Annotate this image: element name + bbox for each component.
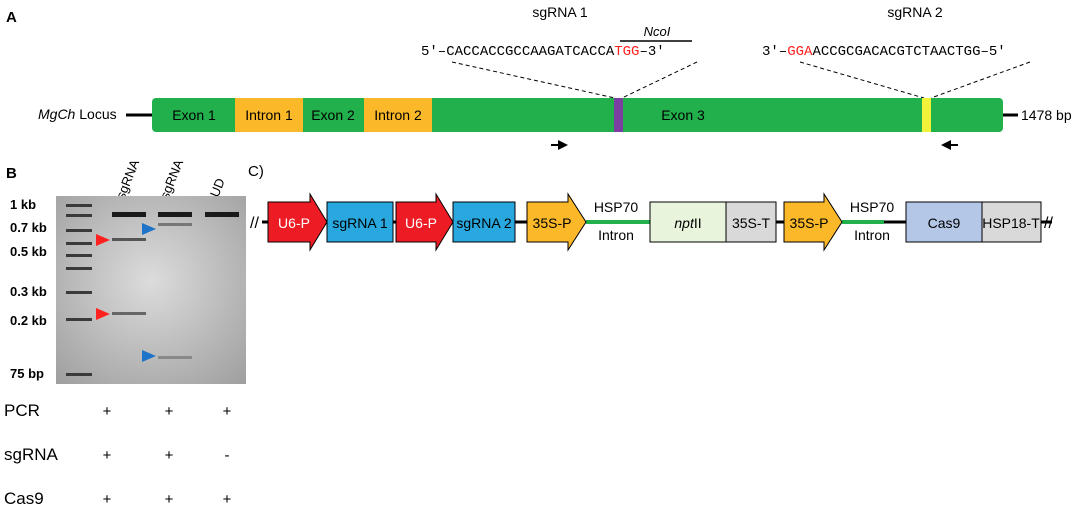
sgrna2-box-label: sgRNA 2 [456, 215, 511, 231]
row-label-sgrna: sgRNA [4, 445, 59, 464]
panel-b-graphic: B sgRNA 1 sgRNA 2 UD 1 kb 0.7 k [4, 160, 246, 508]
panel-c-label: C) [248, 163, 264, 180]
sgrna1-sequence: 5′–CACCACCGCCAAGATCACCATGG–3′ [421, 44, 665, 60]
35s-promoter-label: 35S-P [533, 215, 572, 231]
ladder-label: 0.3 kb [10, 284, 47, 299]
red-arrowhead [96, 234, 110, 246]
hsp18-terminator-label: HSP18-T [982, 215, 1040, 231]
break-mark-right: // [1044, 215, 1053, 232]
panel-a-label: A [6, 9, 17, 26]
segment-exon1: Exon 1 [172, 107, 216, 123]
35s-terminator-label: 35S-T [732, 215, 771, 231]
panel-b-label: B [6, 165, 17, 182]
row-value: + [165, 403, 174, 420]
sgrna2-sequence: 3′–GGAACCGCGACACGTCTAACTGG–5′ [762, 44, 1006, 60]
ladder-label: 1 kb [10, 197, 36, 212]
cas9-box [905, 201, 983, 243]
row-value: + [103, 447, 112, 464]
35s-promoter-arrow [783, 192, 843, 252]
blue-arrowhead [142, 350, 156, 362]
ladder-label: 0.5 kb [10, 244, 47, 259]
red-arrowhead [96, 308, 110, 320]
locus-length: 1478 bp [1021, 107, 1072, 123]
u6-promoter-arrow [395, 192, 454, 252]
blue-arrowhead [142, 223, 156, 235]
panel-c-graphic: C) // // U6-P sgRNA 1 U6-P sgRNA 2 35S-P… [248, 163, 1053, 252]
segment-exon2: Exon 2 [311, 107, 355, 123]
hsp70-label: HSP70 [850, 199, 895, 215]
segment-intron1: Intron 1 [245, 107, 293, 123]
intron-label: Intron [598, 227, 634, 243]
hsp70-label: HSP70 [594, 199, 639, 215]
gel-band [158, 223, 192, 226]
gel-band [112, 212, 146, 217]
row-label-cas9: Cas9 [4, 489, 44, 508]
row-value: + [223, 403, 232, 420]
zoom-line [930, 61, 1031, 99]
row-label-pcr: PCR [4, 401, 40, 420]
cas9-label: Cas9 [928, 215, 961, 231]
lane-label-ud: UD [207, 176, 228, 199]
gel-band [158, 356, 192, 359]
35s-promoter-arrow [526, 192, 587, 252]
row-value: + [223, 491, 232, 508]
ladder-label: 0.7 kb [10, 220, 47, 235]
lane-label-sgrna2: sgRNA 2 [157, 160, 190, 201]
u6-promoter-label: U6-P [278, 215, 310, 231]
nptii-label: nptII [674, 215, 701, 231]
sgrna1-box [326, 201, 394, 243]
gel-band [112, 312, 146, 315]
intron1-segment [235, 98, 303, 132]
u6-promoter-label: U6-P [405, 215, 437, 231]
ladder-lane [66, 204, 92, 376]
row-value: + [103, 491, 112, 508]
sgrna2-site-marker [922, 98, 931, 132]
u6-promoter-arrow [267, 192, 328, 252]
ladder-label: 0.2 kb [10, 313, 47, 328]
panel-a: A sgRNA 1 sgRNA 2 NcoI 5′–CACCACCGCCAAGA… [0, 0, 1079, 160]
row-value: + [165, 491, 174, 508]
panel-b: B sgRNA 1 sgRNA 2 UD 1 kb 0.7 k [0, 160, 260, 510]
zoom-line [799, 61, 925, 99]
intron2-segment [364, 98, 432, 132]
sgrna1-title: sgRNA 1 [532, 4, 587, 20]
35s-terminator-box [725, 201, 777, 243]
panel-c: C) // // U6-P sgRNA 1 U6-P sgRNA 2 35S-P… [244, 160, 1079, 260]
sgrna1-site-marker [614, 98, 623, 132]
segment-exon3: Exon 3 [661, 107, 705, 123]
break-mark-left: // [250, 215, 259, 232]
nptii-box [649, 201, 727, 243]
zoom-line [621, 61, 698, 99]
lane-label-sgrna1: sgRNA 1 [113, 160, 146, 201]
reverse-primer-arrow [941, 140, 958, 150]
35s-promoter-label: 35S-P [790, 215, 829, 231]
ladder-label: 75 bp [10, 366, 44, 381]
forward-primer-arrow [551, 140, 568, 150]
zoom-line [451, 61, 616, 99]
row-value: + [103, 403, 112, 420]
sgrna2-box [452, 201, 516, 243]
intron-label: Intron [854, 227, 890, 243]
hsp18-terminator-box [981, 201, 1042, 243]
ncoi-label: NcoI [644, 24, 671, 39]
gel-band [158, 212, 192, 217]
locus-label: MgCh Locus [38, 106, 117, 122]
row-value: + [165, 447, 174, 464]
gel-band [205, 212, 239, 217]
sgrna1-box-label: sgRNA 1 [332, 215, 387, 231]
sgrna2-title: sgRNA 2 [887, 4, 942, 20]
panel-a-graphic: A sgRNA 1 sgRNA 2 NcoI 5′–CACCACCGCCAAGA… [6, 4, 1072, 150]
gel-band [112, 238, 146, 241]
row-value: - [225, 447, 230, 464]
segment-intron2: Intron 2 [374, 107, 422, 123]
